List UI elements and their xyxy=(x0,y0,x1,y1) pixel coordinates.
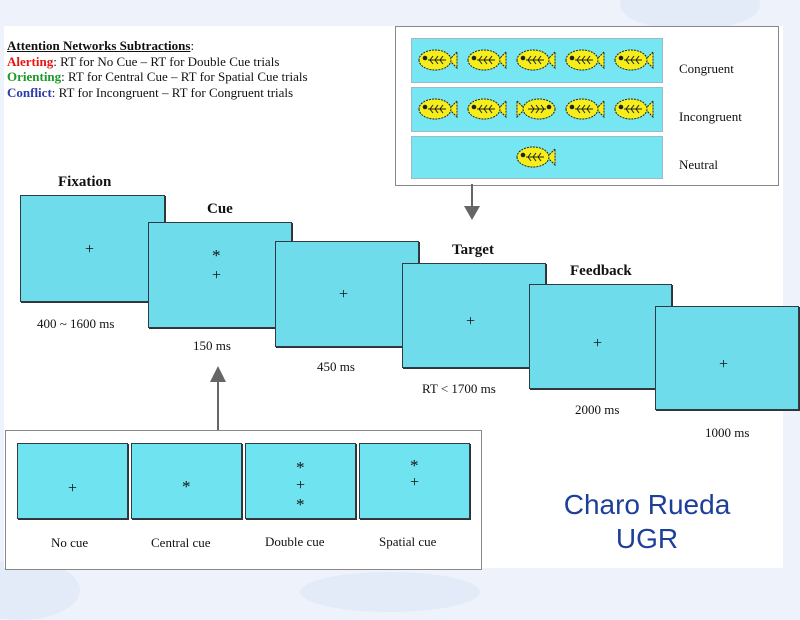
feedback-duration: 2000 ms xyxy=(575,402,620,417)
spatial-cue-asterisk: * xyxy=(410,456,419,475)
central-cue-label: Central cue xyxy=(151,535,211,550)
fixation-screen: + xyxy=(20,195,165,302)
congruent-fish xyxy=(612,45,656,75)
subtraction-rules: Attention Networks Subtractions: Alertin… xyxy=(7,38,308,100)
rules-title-line: Attention Networks Subtractions: xyxy=(7,38,308,54)
feedback-screen: + xyxy=(529,284,672,389)
fixation-cross: + xyxy=(85,241,95,258)
interval-fixation-cross: + xyxy=(339,286,349,303)
double-cue-label: Double cue xyxy=(265,534,325,549)
credit-org: UGR xyxy=(615,523,679,554)
cue-asterisk: * xyxy=(212,246,221,265)
conflict-term: Conflict xyxy=(7,84,52,100)
feedback-fixation-cross: + xyxy=(593,335,603,352)
double-cue-asterisk-bottom: * xyxy=(296,495,305,514)
cue-screen: * + xyxy=(148,222,292,328)
double-cue-asterisk-top: * xyxy=(296,458,305,477)
rules-title-suffix: : xyxy=(190,38,195,53)
target-fixation-cross: + xyxy=(466,313,476,330)
incongruent-fish xyxy=(416,94,460,124)
congruent-fish xyxy=(465,45,509,75)
conflict-line: Conflict: RT for Incongruent – RT for Co… xyxy=(7,85,308,101)
cue-heading: Cue xyxy=(207,201,233,217)
alerting-rule: : RT for No Cue – RT for Double Cue tria… xyxy=(53,53,280,69)
neutral-label: Neutral xyxy=(679,157,718,172)
spatial-cue-label: Spatial cue xyxy=(379,534,437,549)
incongruent-fish xyxy=(514,94,558,124)
final-screen: + xyxy=(655,306,799,410)
background-decoration xyxy=(300,572,480,612)
alerting-line: Alerting: RT for No Cue – RT for Double … xyxy=(7,54,308,70)
rules-title: Attention Networks Subtractions xyxy=(7,38,191,53)
no-cue-cross: + xyxy=(68,480,78,497)
incongruent-label: Incongruent xyxy=(679,109,742,124)
incongruent-fish xyxy=(465,94,509,124)
no-cue-label: No cue xyxy=(51,535,89,550)
central-cue-screen: * xyxy=(131,443,242,519)
orienting-line: Orienting: RT for Central Cue – RT for S… xyxy=(7,69,308,85)
target-duration: RT < 1700 ms xyxy=(422,381,496,396)
cue-types-panel: + * * + * * + No cue Central cue Double … xyxy=(5,430,482,570)
conflict-rule: : RT for Incongruent – RT for Congruent … xyxy=(51,84,294,100)
target-heading: Target xyxy=(452,242,494,258)
final-duration: 1000 ms xyxy=(705,425,750,440)
spatial-cue-screen: * + xyxy=(359,443,470,519)
feedback-heading: Feedback xyxy=(570,263,632,279)
central-cue-asterisk: * xyxy=(182,477,191,496)
double-cue-screen: * + * xyxy=(245,443,356,519)
credit-name: Charo Rueda xyxy=(563,489,731,520)
alerting-term: Alerting xyxy=(7,53,54,69)
fixation-heading: Fixation xyxy=(58,174,112,190)
double-cue-cross: + xyxy=(296,477,306,494)
interval-screen: + xyxy=(275,241,419,347)
orienting-rule: : RT for Central Cue – RT for Spatial Cu… xyxy=(61,69,308,84)
congruent-fish xyxy=(563,45,607,75)
final-fixation-cross: + xyxy=(719,356,729,373)
credit: Charo Rueda UGR xyxy=(537,488,757,556)
neutral-fish xyxy=(514,142,558,172)
incongruent-fish xyxy=(612,94,656,124)
cue-fixation-cross: + xyxy=(212,267,222,284)
orienting-term: Orienting xyxy=(7,69,62,84)
no-cue-screen: + xyxy=(17,443,128,519)
cue-duration: 150 ms xyxy=(193,338,231,353)
incongruent-fish xyxy=(563,94,607,124)
spatial-cue-cross: + xyxy=(410,474,420,491)
congruent-fish xyxy=(514,45,558,75)
fixation-duration: 400 ~ 1600 ms xyxy=(37,316,115,331)
congruent-fish xyxy=(416,45,460,75)
congruent-label: Congruent xyxy=(679,61,734,76)
target-screen: + xyxy=(402,263,546,368)
interval-duration: 450 ms xyxy=(317,359,355,374)
